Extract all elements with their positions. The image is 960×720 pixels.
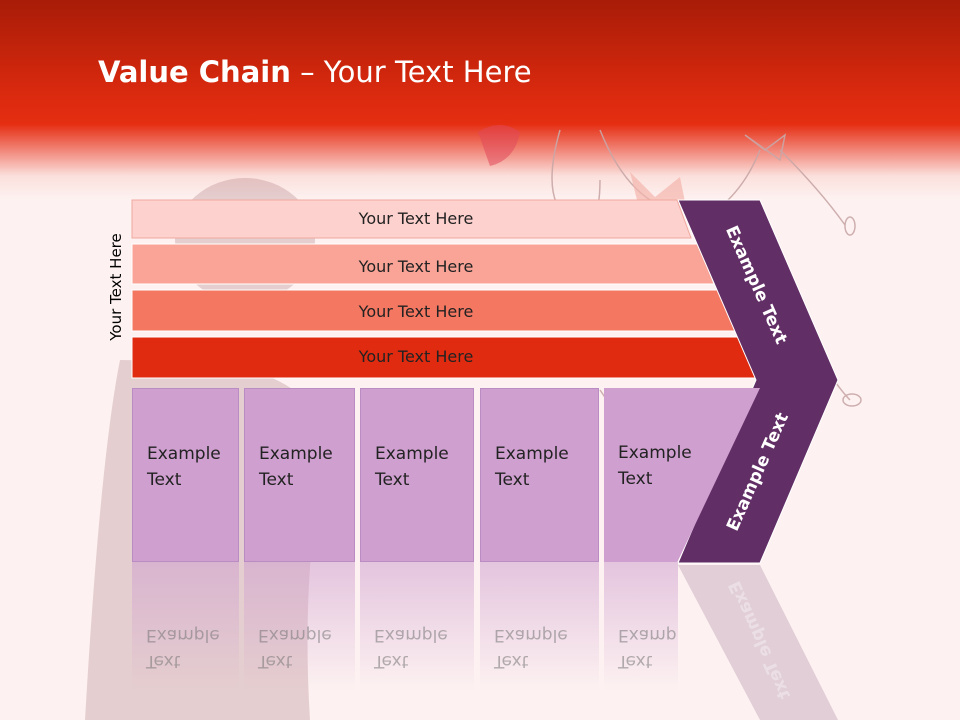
support-band-1: [131, 199, 692, 239]
band-label-2: Your Text Here: [358, 257, 474, 276]
band-label-3: Your Text Here: [358, 302, 474, 321]
band-label-1: Your Text Here: [358, 209, 474, 228]
header-banner: [0, 0, 960, 200]
band-label-4: Your Text Here: [358, 347, 474, 366]
chevron-reflection: [678, 565, 838, 720]
page-title: Value Chain – Your Text Here: [98, 55, 532, 89]
